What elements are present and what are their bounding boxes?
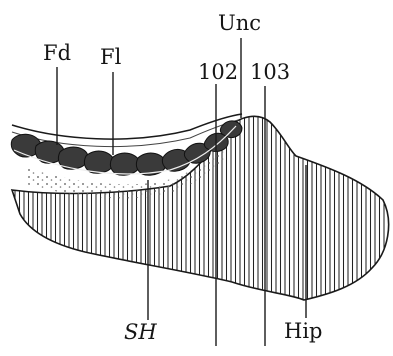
label-fl: Fl <box>100 45 122 69</box>
label-sh: SH <box>124 320 157 344</box>
label-102: 102 <box>198 60 238 84</box>
label-hip: Hip <box>284 319 322 343</box>
label-103: 103 <box>250 60 290 84</box>
upper-contour <box>12 114 242 139</box>
label-unc: Unc <box>218 11 261 35</box>
label-fd: Fd <box>43 41 71 65</box>
